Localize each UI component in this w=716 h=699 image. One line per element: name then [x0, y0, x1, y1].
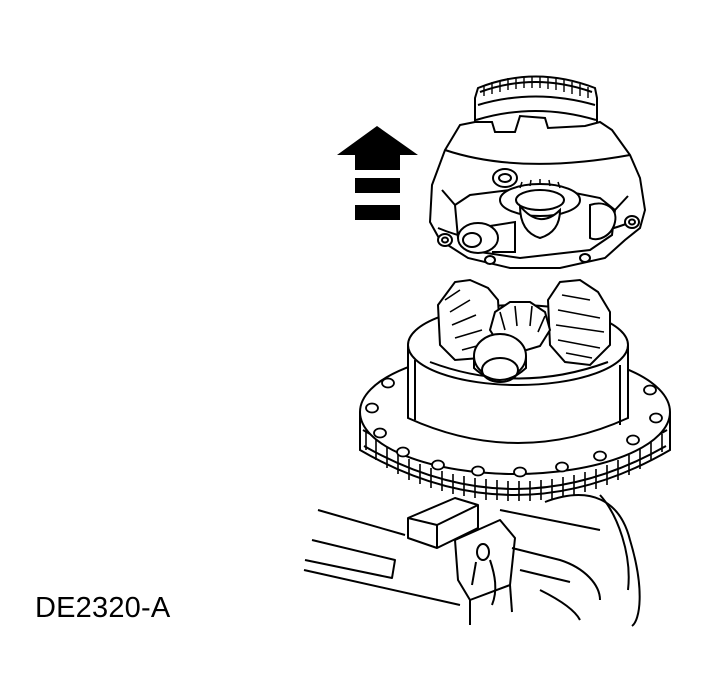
side-gear-right	[546, 278, 611, 367]
ring-gear-teeth	[365, 432, 663, 501]
removal-direction-arrow	[337, 126, 418, 220]
ring-gear-bolt-holes	[365, 377, 663, 478]
arrow-dash-1	[355, 178, 400, 193]
differential-gears	[436, 278, 611, 383]
figure-code: DE2320-A	[35, 592, 171, 624]
up-arrow-icon	[337, 126, 418, 170]
arrow-dash-2	[355, 205, 400, 220]
holding-fixture	[303, 494, 641, 627]
bearing-knurl	[483, 76, 589, 98]
differential-case-upper	[428, 75, 647, 269]
bearing-cup	[474, 75, 598, 141]
